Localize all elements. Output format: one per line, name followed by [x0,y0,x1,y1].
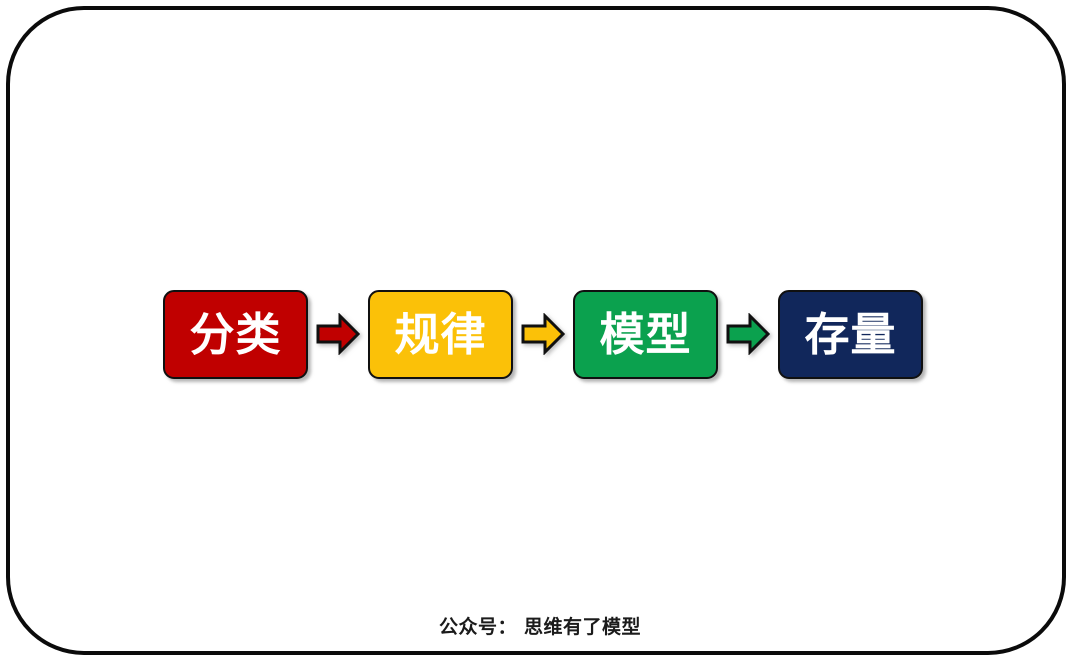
arrow-right-icon [726,313,770,355]
flow-node-3[interactable]: 模型 [573,289,718,379]
flow-connector-1 [308,310,368,358]
arrow-right-icon [521,313,565,355]
arrow-right-icon [316,313,360,355]
flow-connector-2 [513,310,573,358]
flow-node-1[interactable]: 分类 [163,289,308,379]
flow-node-1-label: 分类 [189,307,282,361]
flow-node-2[interactable]: 规律 [368,289,513,379]
flow-node-3-label: 模型 [599,307,692,361]
flow-node-4[interactable]: 存量 [778,289,923,379]
flow-node-2-label: 规律 [394,307,487,361]
footer-caption: 公众号： 思维有了模型 [438,616,642,638]
process-flow-diagram: 分类 规律 模型 [163,289,923,379]
flow-connector-3 [718,310,778,358]
flow-node-4-label: 存量 [804,307,897,361]
